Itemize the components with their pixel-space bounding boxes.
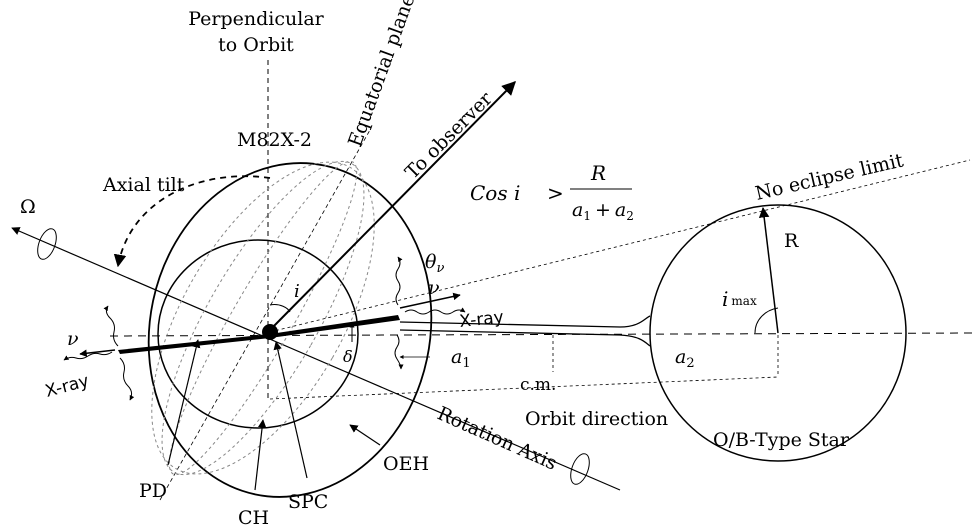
rotation-axis-line [11, 227, 621, 491]
equatorial-plane-line [159, 129, 371, 501]
axial-tilt-arc [113, 175, 271, 268]
formula-lhs: Cos i [470, 181, 520, 205]
oeh-label: OEH [383, 453, 429, 475]
delta-label: δ [343, 347, 353, 366]
wavy-emission-left-top [103, 305, 119, 347]
formula-denominator: a1+a2 [572, 199, 634, 223]
ch-pointer [254, 419, 267, 491]
no-eclipse-limit-line [269, 159, 971, 333]
orbit-plane-line [109, 332, 976, 337]
xray-wave-right [404, 307, 466, 315]
a2-label: a2 [675, 346, 695, 371]
ch-label: CH [238, 507, 269, 527]
wavy-emission-right-bottom [394, 334, 404, 370]
angle-i-label: i [294, 281, 300, 302]
to-observer-label: To observer [401, 87, 497, 183]
inner-ellipse-ch [157, 239, 359, 429]
spc-label: SPC [288, 491, 328, 513]
oeh-pointer [349, 424, 381, 446]
nu-arrow-right [399, 292, 461, 309]
spc-pointer [273, 341, 308, 479]
ob-type-star [649, 204, 907, 462]
wavy-emission-right-top [395, 256, 403, 306]
wavy-emission-left-bottom [119, 357, 135, 401]
perpendicular-label-1: Perpendicular [188, 8, 324, 30]
star-radius-arrow [758, 206, 779, 334]
perpendicular-label-2: to Orbit [218, 34, 294, 56]
nu-left-label: ν [67, 328, 79, 350]
accretion-stream [399, 315, 651, 347]
rotation-axis-ring [570, 453, 590, 485]
xray-left-label: X-ray [43, 371, 91, 402]
disk-jet-pd [118, 315, 400, 354]
source-name-label: M82X-2 [237, 129, 312, 151]
compact-object-spc [262, 324, 278, 340]
radius-label: R [784, 230, 799, 252]
xray-wave-left [63, 351, 113, 361]
xray-right-label: X-ray [458, 307, 504, 332]
no-eclipse-formula: Cos i > R a1+a2 [470, 161, 634, 223]
formula-numerator: R [590, 161, 606, 185]
to-observer-arrow [269, 81, 516, 331]
orbit-direction-label: Orbit direction [525, 408, 668, 430]
pd-pointer [167, 339, 201, 466]
axial-tilt-label: Axial tilt [102, 174, 185, 196]
no-eclipse-limit-label: No eclipse limit [753, 149, 906, 205]
angle-i-arc [269, 304, 291, 313]
theta-label: θν [425, 251, 444, 276]
star-label: O/B-Type Star [713, 429, 850, 451]
nu-right-label: ν [428, 277, 440, 299]
pd-label: PD [139, 480, 167, 502]
a1-label: a1 [451, 346, 471, 371]
nu-arrow-left [79, 349, 116, 357]
equatorial-plane-label: Equatorial plane [344, 0, 420, 150]
cm-baseline [269, 376, 779, 400]
cm-label: c.m. [520, 375, 556, 395]
omega-label: Ω [20, 196, 36, 218]
i-max-arc [754, 307, 779, 334]
formula-operator: > [547, 181, 564, 205]
omega-rotation-ring [37, 228, 57, 260]
